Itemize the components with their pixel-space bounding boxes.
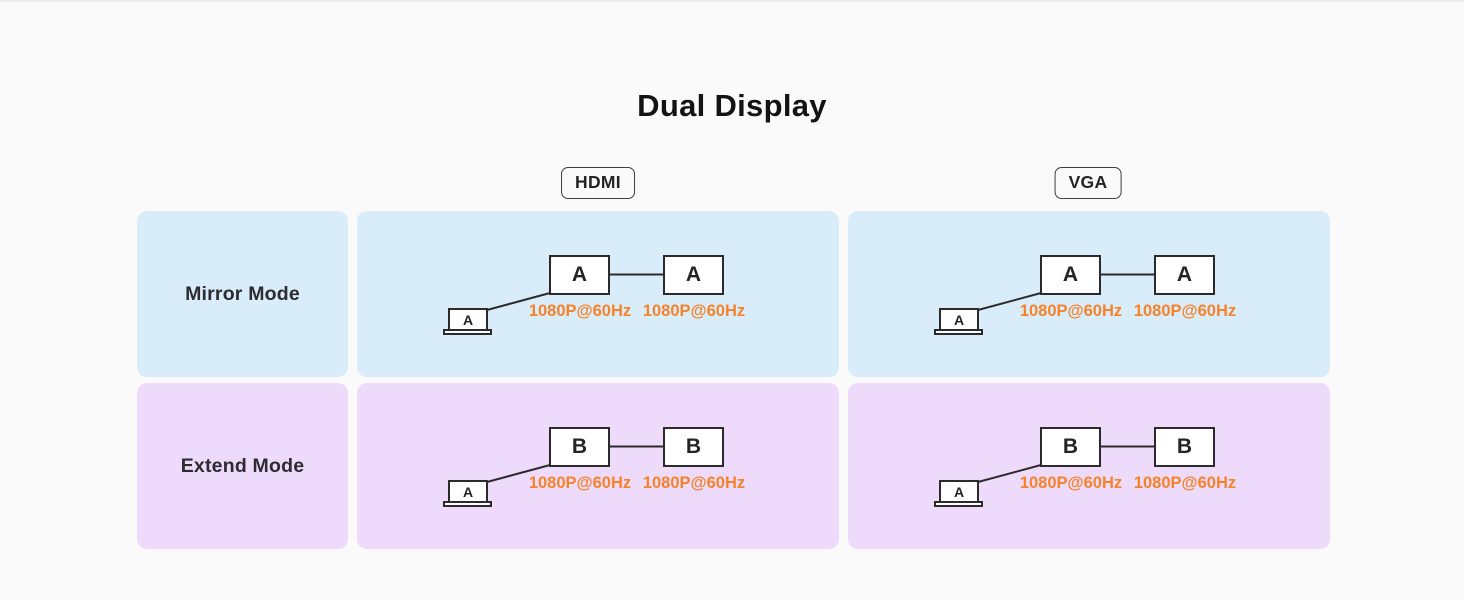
resolution-label-2: 1080P@60Hz (1133, 474, 1237, 492)
monitor-box-1: A (549, 255, 610, 295)
resolution-label-1: 1080P@60Hz (1019, 302, 1123, 320)
column-badge-hdmi: HDMI (561, 167, 635, 199)
laptop-base-icon (443, 329, 492, 335)
monitor-box-2: B (1154, 427, 1215, 467)
resolution-label-1: 1080P@60Hz (528, 474, 632, 492)
monitor-box-1: B (549, 427, 610, 467)
laptop-base-icon (934, 501, 983, 507)
monitor-box-1: B (1040, 427, 1101, 467)
laptop-icon: A (939, 308, 979, 331)
resolution-label-2: 1080P@60Hz (642, 302, 746, 320)
diagram-extend-hdmi: A B B 1080P@60Hz 1080P@60Hz (357, 383, 839, 549)
connection-lines (977, 273, 1155, 311)
diagram-mirror-hdmi: A A A 1080P@60Hz 1080P@60Hz (357, 211, 839, 377)
column-badge-vga: VGA (1054, 167, 1122, 199)
monitor-box-2: A (1154, 255, 1215, 295)
row-label-extend-mode: Extend Mode (137, 383, 348, 549)
diagram-extend-vga: A B B 1080P@60Hz 1080P@60Hz (848, 383, 1330, 549)
cable-line-source (977, 292, 1042, 311)
laptop-base-icon (443, 501, 492, 507)
connection-lines (977, 445, 1155, 483)
monitor-box-1: A (1040, 255, 1101, 295)
cable-line-source (977, 464, 1042, 483)
resolution-label-1: 1080P@60Hz (528, 302, 632, 320)
row-label-mirror-mode: Mirror Mode (137, 211, 348, 377)
laptop-icon: A (448, 480, 488, 503)
display-modes-grid: Mirror Mode A A A 1080P@60Hz 1080P@60Hz … (137, 211, 1330, 549)
connection-lines (486, 445, 664, 483)
monitor-box-2: A (663, 255, 724, 295)
cable-line-source (486, 292, 551, 311)
top-divider (0, 0, 1464, 2)
diagram-mirror-vga: A A A 1080P@60Hz 1080P@60Hz (848, 211, 1330, 377)
monitor-box-2: B (663, 427, 724, 467)
resolution-label-2: 1080P@60Hz (1133, 302, 1237, 320)
laptop-icon: A (939, 480, 979, 503)
connection-lines (486, 273, 664, 311)
laptop-base-icon (934, 329, 983, 335)
resolution-label-1: 1080P@60Hz (1019, 474, 1123, 492)
resolution-label-2: 1080P@60Hz (642, 474, 746, 492)
laptop-icon: A (448, 308, 488, 331)
page-title: Dual Display (637, 88, 827, 123)
cable-line-source (486, 464, 551, 483)
